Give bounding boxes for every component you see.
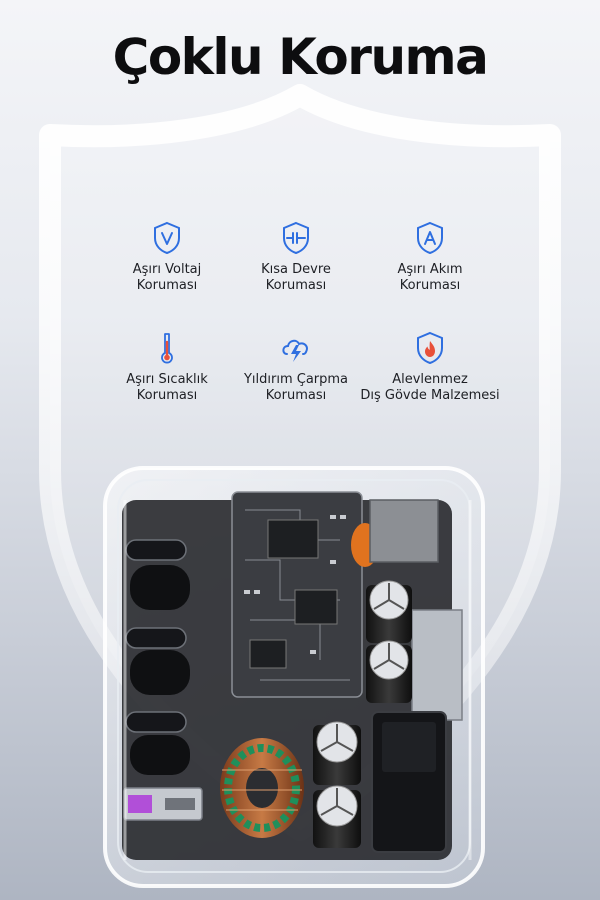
shield-v-icon [154, 221, 180, 255]
feature-short-circuit: Kısa Devre Koruması [211, 220, 381, 294]
lightning-cloud-icon [282, 339, 308, 362]
feature-label: Alevlenmez Dış Gövde Malzemesi [360, 372, 500, 403]
feature-label: Aşırı Sıcaklık Koruması [126, 372, 208, 403]
feature-overvoltage: Aşırı Voltaj Koruması [82, 220, 252, 294]
shield-a-icon [417, 221, 443, 255]
feature-label: Aşırı Akım Koruması [397, 262, 463, 293]
feature-label: Kısa Devre Koruması [261, 262, 331, 293]
feature-lightning: Yıldırım Çarpma Koruması [211, 330, 381, 404]
feature-label: Yıldırım Çarpma Koruması [243, 372, 349, 403]
feature-flame-retardant: Alevlenmez Dış Gövde Malzemesi [345, 330, 515, 404]
thermometer-icon [161, 333, 173, 364]
shield-flame-icon [417, 331, 443, 365]
shield-short-circuit-icon [283, 221, 309, 255]
feature-label: Aşırı Voltaj Koruması [132, 262, 202, 293]
feature-overtemperature: Aşırı Sıcaklık Koruması [82, 330, 252, 404]
feature-overcurrent: Aşırı Akım Koruması [345, 220, 515, 294]
page-title: Çoklu Koruma [112, 28, 489, 86]
